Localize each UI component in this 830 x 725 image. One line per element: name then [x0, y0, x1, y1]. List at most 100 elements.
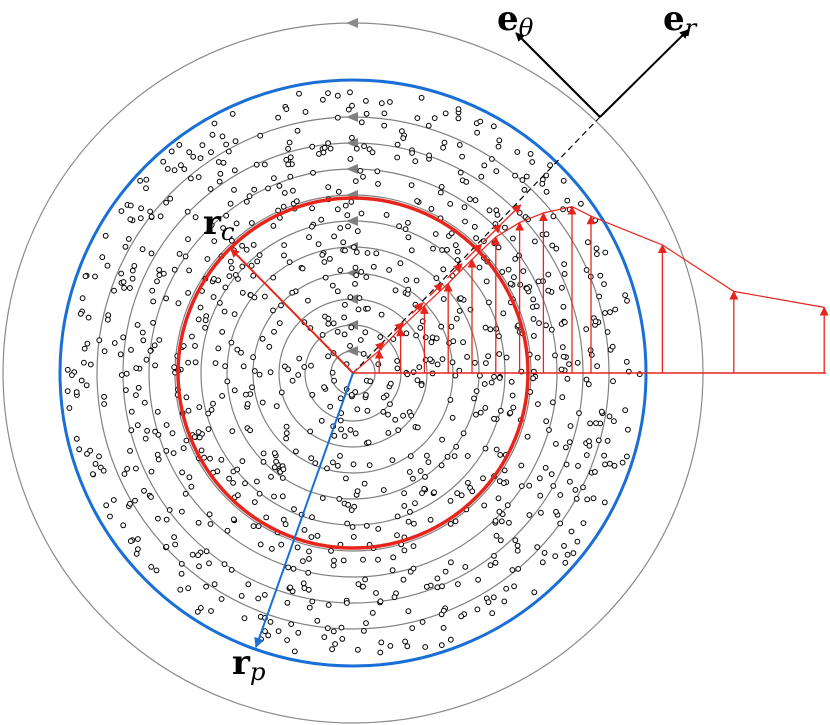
particle — [481, 381, 488, 387]
particle — [285, 366, 292, 373]
particle — [156, 272, 163, 279]
particle — [482, 445, 489, 452]
particle — [111, 340, 118, 346]
particle — [387, 401, 393, 408]
particle — [559, 284, 565, 291]
particle — [276, 183, 283, 189]
particle — [125, 236, 132, 242]
particle — [418, 94, 425, 101]
particle — [417, 468, 424, 474]
particle — [99, 254, 106, 261]
particle — [369, 149, 376, 156]
particle — [481, 162, 488, 169]
particle — [164, 166, 171, 172]
particle — [283, 156, 290, 163]
particle — [256, 490, 263, 497]
particle — [341, 314, 348, 321]
particle — [501, 598, 508, 605]
particle — [611, 418, 617, 425]
particle — [592, 318, 599, 325]
particle — [536, 320, 542, 327]
particle — [92, 461, 99, 467]
particle — [342, 247, 348, 254]
particle — [191, 434, 198, 440]
particle — [387, 99, 393, 105]
particle — [348, 324, 355, 331]
particle — [262, 628, 268, 635]
particle — [400, 576, 407, 583]
particle — [578, 200, 584, 207]
particle — [428, 206, 435, 212]
particle — [489, 610, 496, 617]
particle — [402, 638, 409, 645]
particle — [414, 377, 421, 384]
particle — [219, 329, 226, 335]
particle — [334, 328, 341, 335]
particle — [248, 262, 255, 269]
particle — [291, 648, 298, 655]
particle — [553, 508, 559, 515]
particle — [355, 306, 362, 313]
particle — [511, 274, 517, 281]
particle — [251, 294, 258, 301]
particle — [593, 245, 600, 252]
particle — [64, 366, 71, 373]
particle — [220, 159, 227, 166]
particle — [128, 427, 135, 434]
particle — [259, 399, 266, 406]
particle — [163, 448, 170, 454]
particle — [442, 110, 449, 117]
particle — [438, 642, 445, 648]
particle — [405, 234, 412, 241]
particle — [166, 507, 173, 513]
particle — [344, 600, 350, 606]
particle — [261, 161, 268, 168]
particle — [224, 378, 231, 385]
particle — [552, 352, 558, 359]
particle — [163, 422, 170, 428]
particle — [624, 297, 630, 304]
particle — [178, 162, 184, 169]
particle — [155, 456, 162, 463]
particle — [485, 353, 492, 360]
particle — [543, 418, 550, 425]
particle — [526, 512, 533, 518]
particle — [597, 272, 604, 279]
particle — [511, 583, 517, 590]
particle — [211, 238, 218, 245]
particle — [254, 478, 260, 485]
particle — [197, 304, 204, 311]
particle — [79, 295, 86, 302]
particle — [211, 120, 218, 127]
r-c-vector — [230, 248, 354, 374]
particle — [345, 502, 352, 508]
particle — [530, 296, 537, 303]
particle — [314, 532, 321, 539]
particle — [564, 551, 571, 558]
particle — [623, 358, 630, 365]
particle — [128, 347, 134, 353]
particle — [625, 426, 631, 433]
particle — [287, 154, 294, 161]
particle — [473, 388, 480, 395]
particle — [543, 172, 550, 179]
particle — [267, 369, 274, 376]
particle — [327, 145, 334, 152]
particle — [369, 610, 376, 616]
particle — [425, 459, 432, 466]
particle — [353, 145, 360, 152]
particle — [561, 319, 568, 326]
particle — [82, 273, 89, 280]
particle — [334, 462, 341, 469]
particle — [325, 320, 332, 327]
particle — [385, 411, 391, 418]
particle — [143, 356, 150, 363]
particle — [523, 173, 530, 180]
particle — [619, 459, 626, 466]
particle — [496, 333, 502, 340]
particle — [447, 498, 454, 504]
particle — [512, 172, 518, 179]
particle — [601, 499, 608, 506]
particle — [431, 489, 438, 496]
particle — [345, 106, 352, 113]
